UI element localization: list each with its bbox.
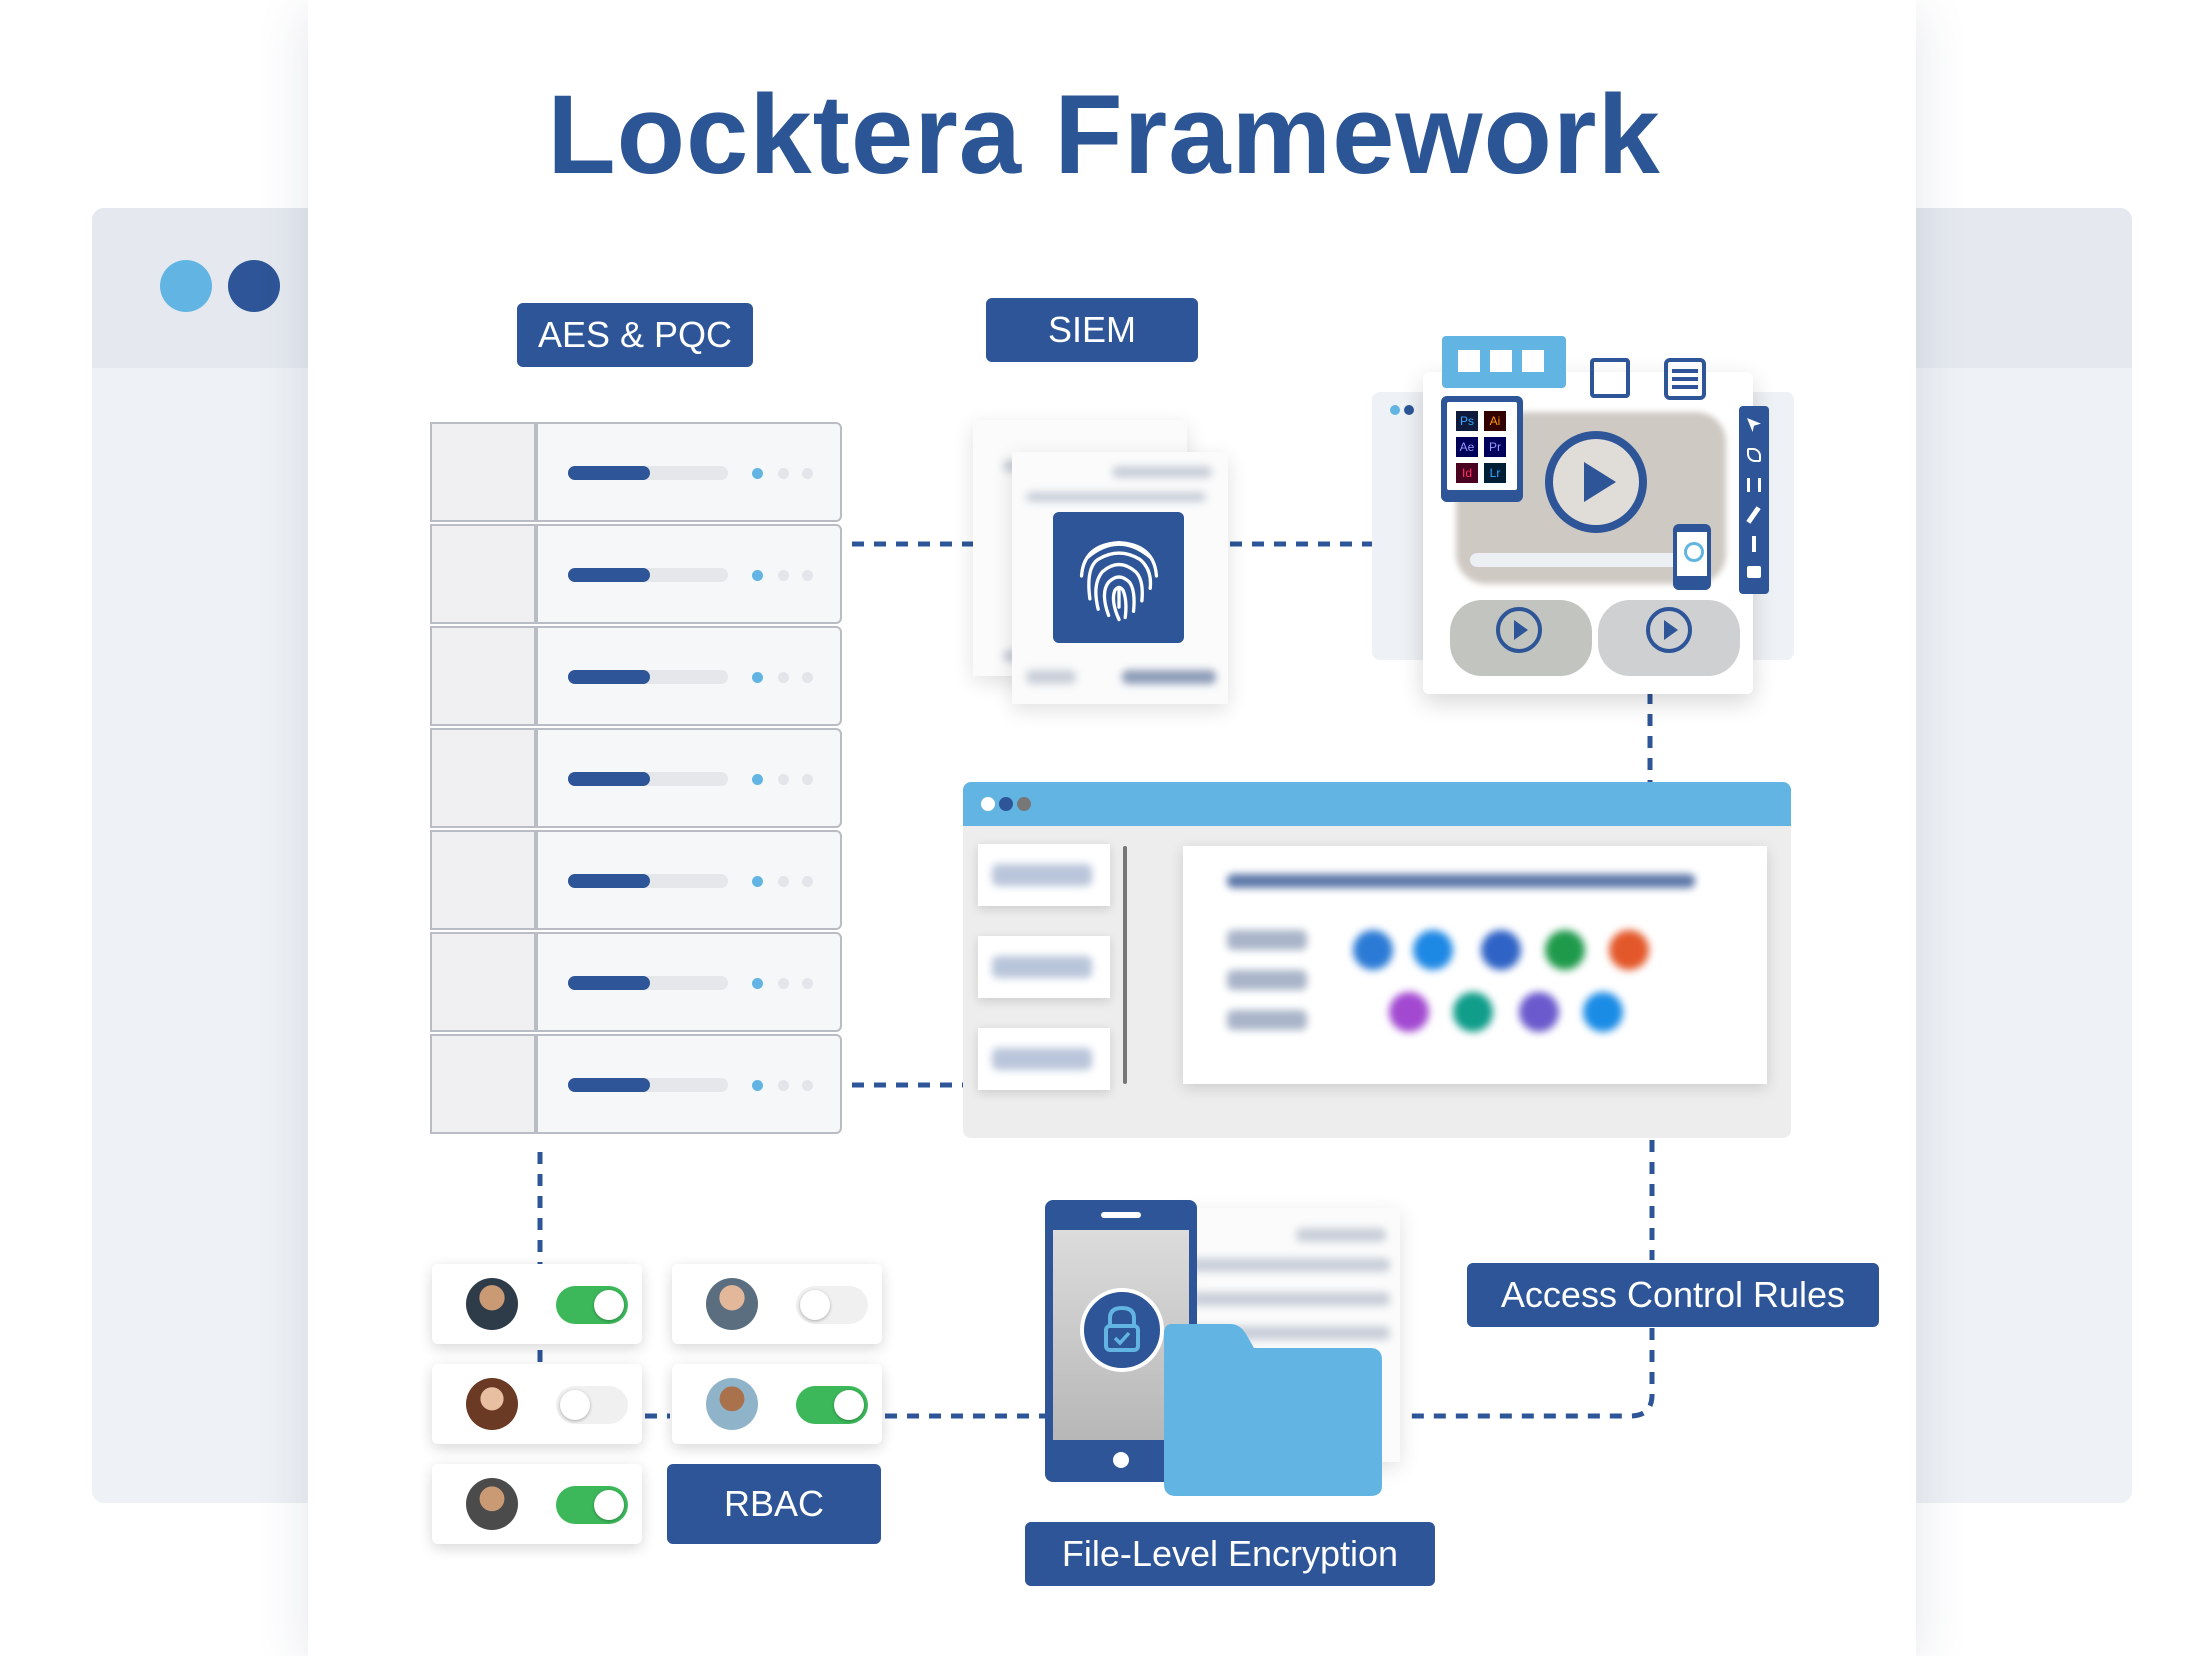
media-progress-bar	[1470, 553, 1710, 567]
page-title: Locktera Framework	[547, 72, 1661, 197]
browser-titlebar	[963, 782, 1791, 826]
phone-speaker	[1101, 1212, 1141, 1218]
play-icon-small-1	[1496, 607, 1542, 653]
server-rack	[430, 422, 842, 1136]
user-toggle-card	[432, 1364, 642, 1444]
media-panel-dot-1	[1390, 405, 1400, 415]
app-icon-pr: Pr	[1484, 437, 1506, 457]
grid-icon	[1747, 478, 1761, 492]
user-toggle-card	[432, 1464, 642, 1544]
user-toggle-card	[672, 1364, 882, 1444]
user-toggle-card	[432, 1264, 642, 1344]
text-cursor-icon	[1752, 536, 1756, 552]
sliders-icon	[1664, 358, 1706, 400]
server-unit	[430, 422, 842, 522]
file-level-encryption-label: File-Level Encryption	[1025, 1522, 1435, 1586]
media-panel-dot-2	[1404, 405, 1414, 415]
access-toggle[interactable]	[556, 1386, 628, 1424]
access-toggle[interactable]	[556, 1286, 628, 1324]
folder-icon	[1164, 1324, 1382, 1496]
app-icon-ps: Ps	[1456, 411, 1478, 431]
lock-icon	[1080, 1288, 1164, 1372]
server-unit	[430, 524, 842, 624]
fingerprint-icon	[1053, 512, 1184, 643]
app-icon-ae: Ae	[1456, 437, 1478, 457]
access-toggle[interactable]	[796, 1286, 868, 1324]
phone-home-button	[1113, 1452, 1129, 1468]
video-thumb-1	[1450, 600, 1592, 676]
browser-window	[963, 782, 1791, 1138]
avatar	[466, 1478, 518, 1530]
pen-icon	[1747, 448, 1761, 462]
access-toggle[interactable]	[556, 1486, 628, 1524]
content-panel	[1183, 846, 1767, 1084]
play-icon	[1545, 431, 1647, 533]
sidebar-thumb	[978, 1028, 1110, 1090]
sidebar-thumb	[978, 844, 1110, 906]
browser-dot-2	[999, 797, 1013, 811]
browser-dot-1	[981, 797, 995, 811]
server-unit	[430, 1034, 842, 1134]
window-dot-light	[160, 260, 212, 312]
scrollbar[interactable]	[1123, 846, 1127, 1084]
video-thumb-2	[1598, 600, 1740, 676]
server-unit	[430, 728, 842, 828]
tablet-apps: Ps Ai Ae Pr Id Lr	[1441, 396, 1523, 502]
sidebar-thumb	[978, 936, 1110, 998]
window-dot-dark	[228, 260, 280, 312]
server-unit	[430, 830, 842, 930]
cursor-icon	[1747, 418, 1761, 432]
phone-search-icon	[1673, 524, 1711, 590]
browser-dot-3	[1017, 797, 1031, 811]
access-control-rules-label: Access Control Rules	[1467, 1263, 1879, 1327]
server-unit	[430, 626, 842, 726]
avatar	[466, 1378, 518, 1430]
app-icon-ai: Ai	[1484, 411, 1506, 431]
aes-pqc-label: AES & PQC	[517, 303, 753, 367]
access-toggle[interactable]	[796, 1386, 868, 1424]
avatar	[706, 1278, 758, 1330]
brush-icon	[1746, 506, 1761, 524]
link-access-folder	[1405, 1328, 1655, 1419]
avatar	[466, 1278, 518, 1330]
user-toggle-card	[672, 1264, 882, 1344]
play-icon-small-2	[1646, 607, 1692, 653]
avatar	[706, 1378, 758, 1430]
app-icon-id: Id	[1456, 463, 1478, 483]
rbac-label: RBAC	[667, 1464, 881, 1544]
tools-bar	[1442, 336, 1566, 388]
tag-icon	[1747, 566, 1761, 578]
app-icon-lr: Lr	[1484, 463, 1506, 483]
siem-label: SIEM	[986, 298, 1198, 362]
selection-tool-icon	[1590, 358, 1630, 398]
design-toolbar	[1739, 406, 1769, 594]
server-unit	[430, 932, 842, 1032]
